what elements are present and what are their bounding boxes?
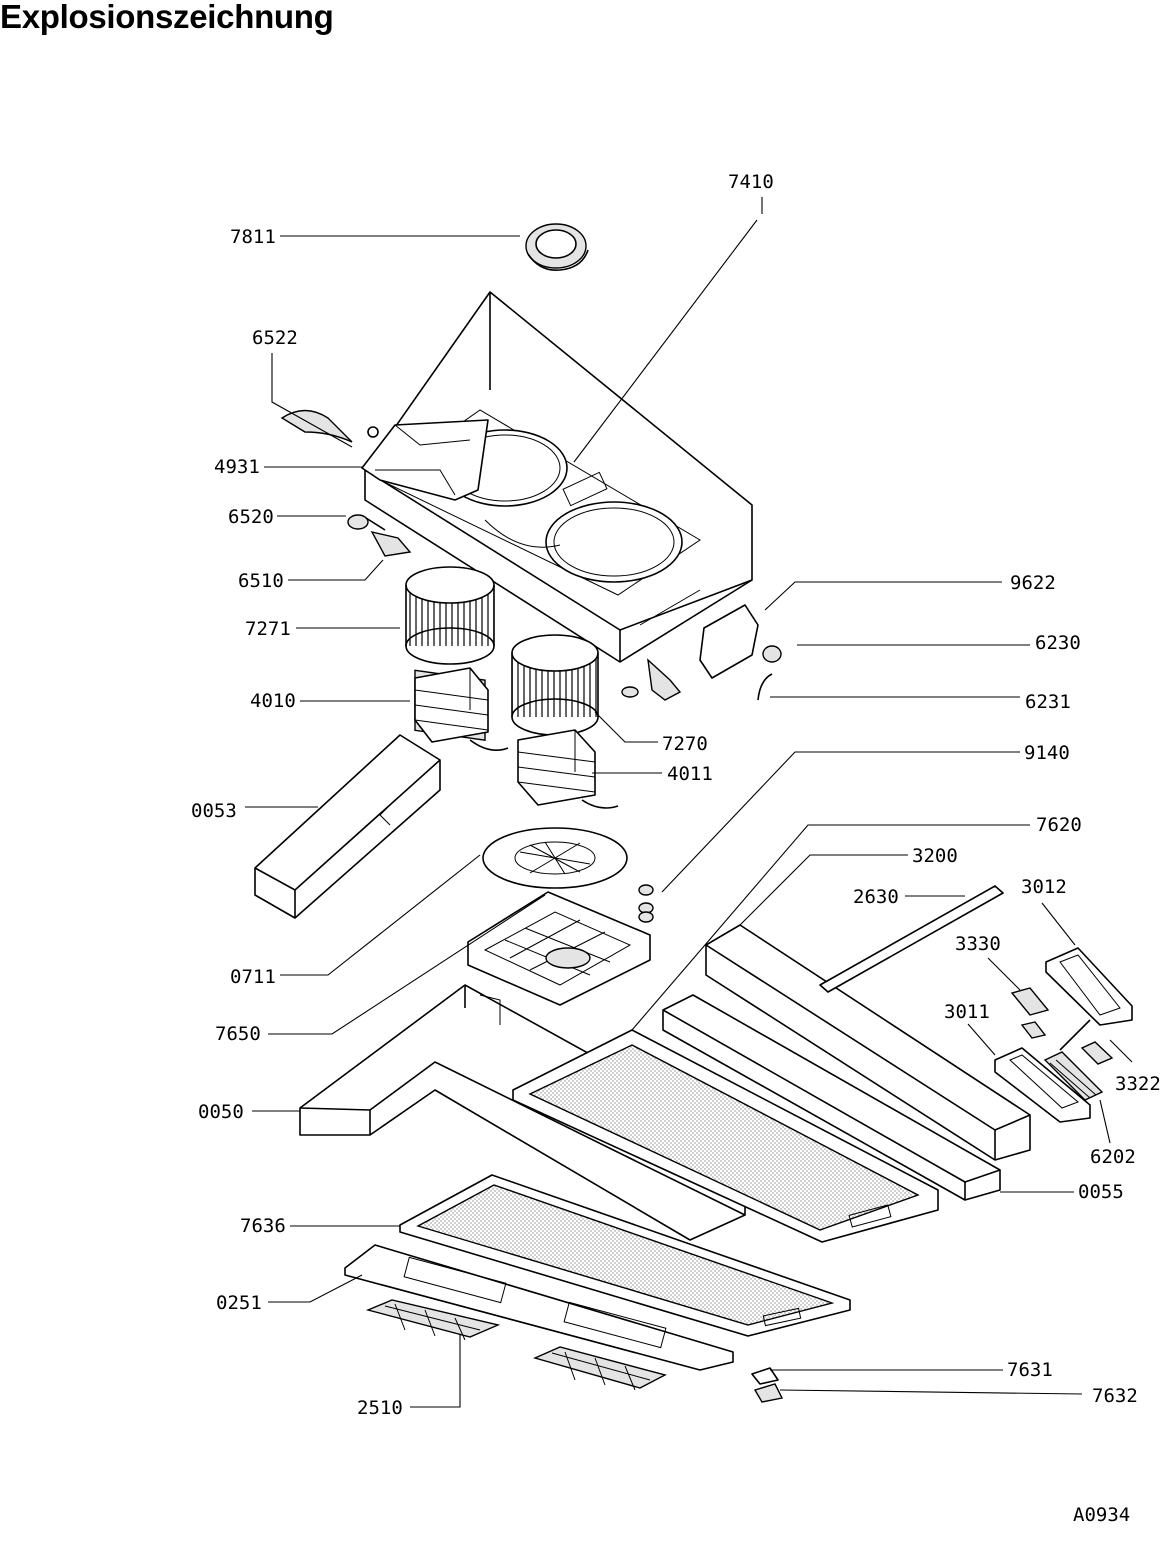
label-6202: 6202 — [1090, 1146, 1136, 1168]
label-9140: 9140 — [1024, 742, 1070, 764]
label-4010: 4010 — [250, 690, 296, 712]
leader-lines — [245, 197, 1133, 1408]
label-2630: 2630 — [853, 886, 899, 908]
main-housing — [361, 291, 753, 663]
part-6510-lampholder — [370, 530, 412, 557]
label-7811: 7811 — [230, 226, 276, 248]
label-7650: 7650 — [215, 1023, 261, 1045]
part-6522-cover — [280, 409, 353, 443]
part-3330-button — [1010, 987, 1050, 1016]
part-0055-rail — [662, 994, 1001, 1201]
label-6510: 6510 — [238, 570, 284, 592]
part-4010-motor — [414, 667, 509, 751]
part-0053-duct — [254, 734, 441, 919]
part-7632-clip — [753, 1383, 784, 1403]
label-6230: 6230 — [1035, 632, 1081, 654]
part-0251-trim — [344, 1244, 734, 1371]
part-7270-fan — [511, 634, 599, 736]
label-0050: 0050 — [198, 1101, 244, 1123]
part-3011-frame — [994, 1047, 1091, 1123]
label-3011: 3011 — [944, 1001, 990, 1023]
page-title: Explosionszeichnung — [0, 0, 334, 35]
part-2630-rod — [819, 885, 1004, 993]
part-6202-board — [1043, 1051, 1104, 1101]
label-4011: 4011 — [667, 763, 713, 785]
label-7631: 7631 — [1007, 1359, 1053, 1381]
label-4931: 4931 — [214, 456, 260, 478]
label-7270: 7270 — [662, 733, 708, 755]
part-4011-motor — [517, 729, 619, 809]
part-9622-cover — [699, 604, 759, 679]
part-7636-filter — [399, 1174, 851, 1337]
label-0711: 0711 — [230, 966, 276, 988]
part-6230-switch — [762, 645, 782, 663]
label-2510: 2510 — [357, 1397, 403, 1419]
part-3012-housing — [1045, 947, 1133, 1051]
part-7811-ring — [525, 223, 589, 271]
part-7271-fan — [405, 566, 495, 665]
part-labels: 7410 7811 6522 4931 6520 6510 7271 4010 … — [191, 171, 1161, 1526]
part-0050-frame — [299, 984, 746, 1241]
label-7271: 7271 — [245, 618, 291, 640]
part-6231 — [757, 673, 773, 701]
label-6520: 6520 — [228, 506, 274, 528]
part-7650-housing — [467, 891, 651, 1006]
part-3322-switch — [1080, 1041, 1114, 1065]
drawing-code: A0934 — [1073, 1504, 1130, 1526]
part-3330-button-2 — [1020, 1021, 1047, 1039]
label-7632: 7632 — [1092, 1385, 1138, 1407]
label-6231: 6231 — [1025, 691, 1071, 713]
label-0053: 0053 — [191, 800, 237, 822]
part-2510-lampcovers — [365, 1299, 667, 1391]
part-6520-bulb — [347, 514, 386, 531]
label-3012: 3012 — [1021, 876, 1067, 898]
label-6522: 6522 — [252, 327, 298, 349]
label-0251: 0251 — [216, 1292, 262, 1314]
part-cable-plug — [647, 658, 682, 701]
label-0055: 0055 — [1078, 1181, 1124, 1203]
label-7410: 7410 — [728, 171, 774, 193]
label-3330: 3330 — [955, 933, 1001, 955]
part-7631-clip — [751, 1367, 779, 1385]
part-9140-grommets — [638, 884, 654, 923]
part-grommet — [621, 686, 639, 698]
label-3322: 3322 — [1115, 1073, 1161, 1095]
part-0711-plate — [482, 827, 628, 889]
label-7636: 7636 — [240, 1215, 286, 1237]
label-9622: 9622 — [1010, 572, 1056, 594]
label-7620: 7620 — [1036, 814, 1082, 836]
label-3200: 3200 — [912, 845, 958, 867]
